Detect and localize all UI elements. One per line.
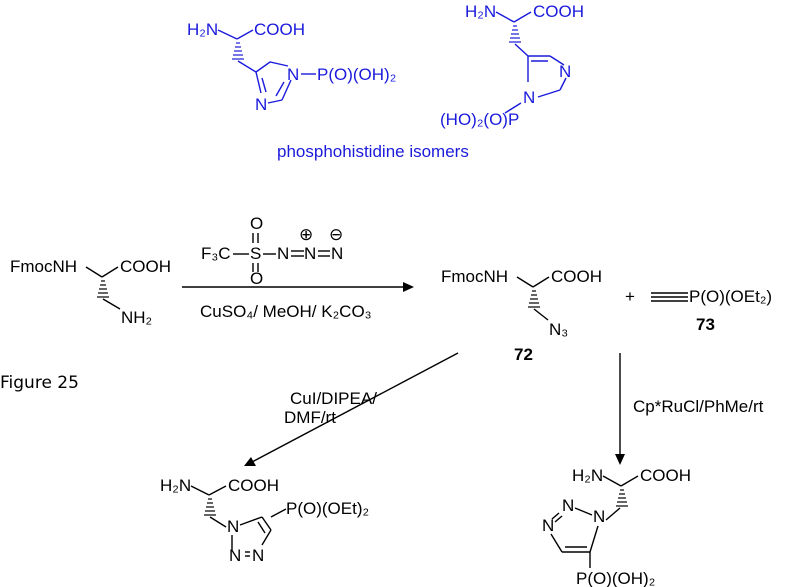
isomer-left-amine: H₂N bbox=[187, 20, 218, 39]
reagent-n2: N bbox=[304, 244, 316, 263]
isomer-left-stereo-hash bbox=[232, 42, 244, 60]
reagent-n1: N bbox=[277, 244, 289, 263]
isomer-right-phosphoryl: (HO)₂(O)P bbox=[440, 110, 519, 129]
prod-left-acid: COOH bbox=[228, 476, 279, 495]
start-stereo-hash bbox=[97, 280, 109, 298]
prod-left-amine: H₂N bbox=[160, 476, 191, 495]
prod-left-stereo-hash bbox=[204, 498, 216, 516]
prod-right-n3: N bbox=[542, 516, 554, 535]
prod-left-n3: N bbox=[252, 546, 264, 565]
isomer-right-stereo-hash bbox=[509, 25, 521, 43]
isomer-right-amine: H₂N bbox=[465, 2, 496, 21]
isomer-right-n-sub: N bbox=[523, 88, 535, 107]
reagent-n3: N bbox=[331, 244, 343, 263]
reagent-plus-charge: ⊕ bbox=[299, 225, 313, 244]
start-material: FmocNH COOH NH₂ bbox=[10, 257, 171, 327]
c72-acid: COOH bbox=[551, 267, 602, 286]
reagent-minus-charge: ⊖ bbox=[329, 225, 343, 244]
c73-phosphonate: P(O)(OEt₂) bbox=[689, 287, 772, 306]
prod-right-phosphoryl: P(O)(OH)₂ bbox=[576, 569, 655, 587]
c72-azide: N₃ bbox=[549, 320, 568, 339]
isomer-right: H₂N COOH N N (HO)₂(O)P bbox=[440, 2, 584, 129]
prod-left-n2: N bbox=[229, 546, 241, 565]
isomer-right-acid: COOH bbox=[533, 2, 584, 21]
triflyl-azide-reagent: F₃C S O O N N N ⊕ ⊖ bbox=[201, 214, 343, 288]
prod-right-n1: N bbox=[593, 507, 605, 526]
step1-conditions: CuSO₄/ MeOH/ K₂CO₃ bbox=[200, 302, 372, 321]
isomer-left-n-sub: N bbox=[287, 65, 299, 84]
product-left: H₂N COOH N N N P(O)(OEt)₂ bbox=[160, 476, 369, 565]
reagent-s: S bbox=[250, 244, 261, 263]
prod-left-phosphoryl: P(O)(OEt)₂ bbox=[286, 499, 369, 518]
c72-fmocnh: FmocNH bbox=[441, 267, 508, 286]
compound-73: P(O)(OEt₂) 73 bbox=[651, 287, 772, 334]
figure-label: Figure 25 bbox=[0, 373, 79, 393]
product-right: H₂N COOH N N N P(O)(OH)₂ bbox=[542, 466, 691, 587]
prod-right-stereo-hash bbox=[616, 489, 628, 507]
c72-stereo-hash bbox=[528, 290, 540, 308]
plus-sign: + bbox=[625, 287, 635, 306]
prod-left-n1: N bbox=[227, 517, 239, 536]
reagent-o-top: O bbox=[250, 214, 263, 233]
isomer-left-n-ring: N bbox=[255, 95, 267, 114]
start-amine: NH₂ bbox=[121, 308, 152, 327]
start-acid: COOH bbox=[120, 257, 171, 276]
reagent-cf3: F₃C bbox=[201, 244, 231, 263]
isomer-right-n-ring: N bbox=[559, 62, 571, 81]
c73-label: 73 bbox=[696, 315, 715, 334]
reagent-o-bottom: O bbox=[250, 269, 263, 288]
prod-right-acid: COOH bbox=[640, 466, 691, 485]
cuaac-conditions-line1: CuI/DIPEA/ bbox=[290, 389, 377, 408]
c72-label: 72 bbox=[514, 345, 533, 364]
prod-right-n2: N bbox=[562, 496, 574, 515]
prod-right-amine: H₂N bbox=[572, 466, 603, 485]
cuaac-conditions-line2: DMF/rt bbox=[284, 408, 336, 427]
compound-72: FmocNH COOH N₃ 72 bbox=[441, 267, 602, 364]
ruaac-conditions: Cp*RuCl/PhMe/rt bbox=[633, 397, 764, 416]
cuaac-arrow bbox=[251, 352, 459, 463]
start-fmocnh: FmocNH bbox=[10, 257, 77, 276]
isomer-left: H₂N COOH N N P(O)(OH)₂ bbox=[187, 20, 396, 114]
isomers-caption: phosphohistidine isomers bbox=[277, 142, 469, 161]
isomer-left-acid: COOH bbox=[254, 20, 305, 39]
isomer-left-phosphoryl: P(O)(OH)₂ bbox=[317, 65, 396, 84]
